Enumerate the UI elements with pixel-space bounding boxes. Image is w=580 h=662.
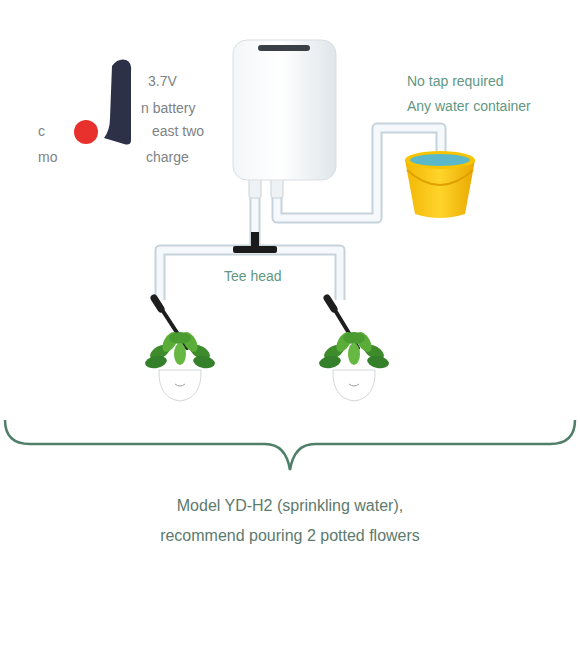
- leaf: [192, 354, 216, 370]
- curly-bracket: [5, 420, 575, 470]
- plant: [144, 329, 216, 401]
- water-bucket: [405, 151, 475, 218]
- feature-note: No tap required: [407, 72, 504, 90]
- battery-note: east two: [152, 122, 204, 140]
- caption: Model YD-H2 (sprinkling water), recommen…: [140, 491, 440, 551]
- leaf: [366, 354, 390, 370]
- plant: [318, 329, 390, 401]
- flower-pot: [333, 370, 375, 401]
- leaf: [318, 354, 342, 370]
- battery-note: n battery: [141, 99, 195, 117]
- dripper-stakes: [154, 298, 358, 348]
- pot-face: [175, 384, 185, 386]
- tee-connector: [233, 232, 277, 253]
- leaf: [174, 343, 186, 365]
- leaf: [348, 343, 360, 365]
- battery-note: mo: [38, 148, 57, 166]
- battery-note: c: [38, 122, 45, 140]
- feature-note: Any water container: [407, 97, 531, 115]
- flower-pot: [159, 370, 201, 401]
- pump-device: [233, 40, 336, 198]
- pot-face: [349, 384, 359, 386]
- leaf: [144, 354, 168, 370]
- part-label: Tee head: [224, 267, 282, 285]
- potted-plants: [144, 329, 390, 401]
- battery-note: charge: [146, 148, 189, 166]
- logo: [74, 60, 131, 145]
- battery-note: 3.7V: [148, 72, 177, 90]
- leaf: [343, 332, 365, 344]
- leaf: [169, 332, 191, 344]
